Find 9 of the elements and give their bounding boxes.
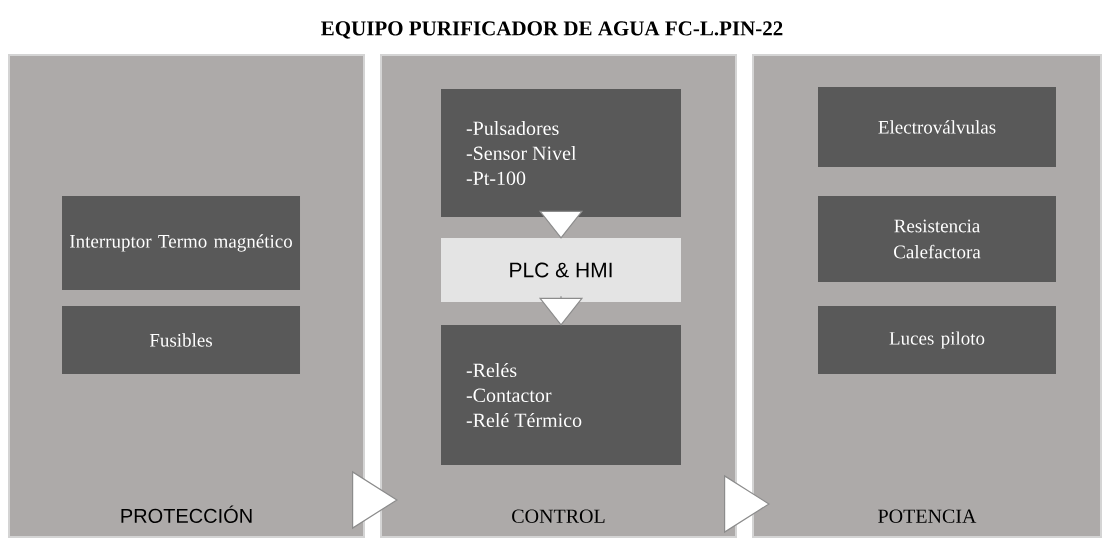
- component-box: Luces piloto: [818, 306, 1056, 374]
- controller-box: PLC & HMI: [441, 238, 681, 302]
- title: EQUIPO PURIFICADOR DE AGUA FC-L.PIN-22: [321, 21, 783, 39]
- component-box: Interruptor Termo magnético: [62, 196, 300, 290]
- component-list-box: -Pulsadores -Sensor Nivel -Pt-100: [441, 89, 681, 217]
- component-box: Resistencia Calefactora: [818, 196, 1056, 282]
- component-list-box: -Relés -Contactor -Relé Térmico: [441, 325, 681, 465]
- component-box: Electroválvulas: [818, 87, 1056, 167]
- component-box: Fusibles: [62, 306, 300, 374]
